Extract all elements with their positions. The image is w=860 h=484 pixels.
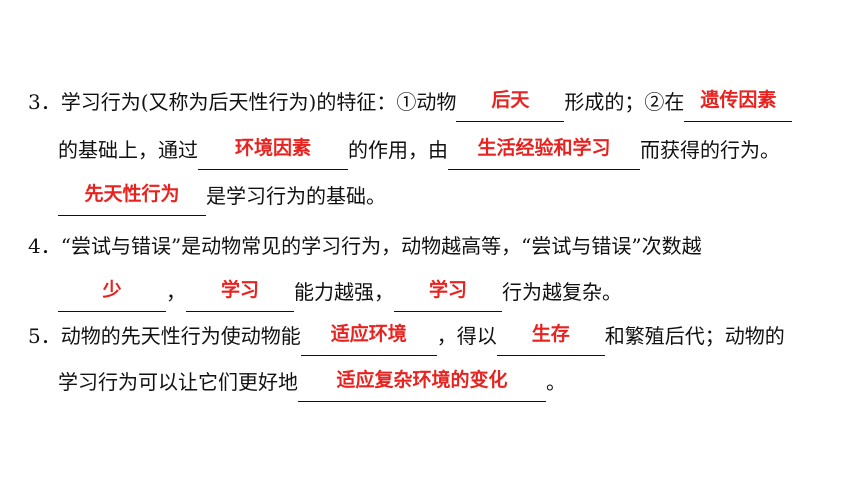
q3-answer-2: 遗传因素	[700, 89, 777, 111]
q3-blank-4[interactable]: 生活经验和学习	[448, 137, 640, 170]
q3-blank-2[interactable]: 遗传因素	[684, 89, 793, 122]
q3-answer-3: 环境因素	[234, 137, 311, 159]
q5-text-2a: 学习行为可以让它们更好地	[58, 370, 298, 394]
q4-answer-2: 学习	[220, 279, 259, 301]
q3-line-3: 先天性行为 是学习行为的基础。	[58, 176, 386, 216]
q5-text-1c: 和繁殖后代；动物的	[604, 324, 785, 348]
q5-blank-3[interactable]: 适应复杂环境的变化	[298, 369, 546, 402]
q5-text-2b: 。	[546, 370, 566, 394]
q3-answer-1: 后天	[491, 89, 530, 111]
q4-blank-2[interactable]: 学习	[186, 279, 294, 312]
q3-text-2b: 的作用，由	[348, 138, 448, 162]
q3-text-1a: 学习行为(又称为后天性行为)的特征：①动物	[60, 90, 457, 114]
q4-answer-1: 少	[102, 279, 122, 301]
q5-blank-2[interactable]: 生存	[496, 323, 605, 356]
q3-line-2: 的基础上，通过 环境因素 的作用，由 生活经验和学习 而获得的行为。	[58, 130, 780, 170]
q4-text-2a: 能力越强，	[294, 280, 394, 304]
q3-text-1b: 形成的；②在	[564, 90, 685, 114]
q5-text-1b: ，得以	[436, 324, 497, 348]
q3-text-2a: 的基础上，通过	[58, 138, 198, 162]
q3-blank-1[interactable]: 后天	[456, 89, 565, 122]
q5-line-1: 5．动物的先天性行为使动物能 适应环境 ，得以 生存 和繁殖后代；动物的	[28, 316, 785, 356]
q3-text-2c: 而获得的行为。	[640, 138, 780, 162]
q5-answer-1: 适应环境	[330, 323, 407, 345]
q4-sep-1: ，	[166, 280, 186, 304]
q3-number: 3．	[28, 90, 61, 114]
q5-number: 5．	[28, 324, 61, 348]
q3-answer-5: 先天性行为	[84, 183, 180, 205]
q3-text-3a: 是学习行为的基础。	[206, 184, 386, 208]
q4-number: 4．	[28, 234, 61, 258]
q5-blank-1[interactable]: 适应环境	[300, 323, 437, 356]
q3-blank-5[interactable]: 先天性行为	[58, 183, 206, 216]
q4-blank-1[interactable]: 少	[58, 279, 166, 312]
q4-text-2b: 行为越复杂。	[502, 280, 622, 304]
q3-answer-4: 生活经验和学习	[477, 137, 611, 159]
q5-answer-3: 适应复杂环境的变化	[336, 369, 508, 391]
q3-blank-3[interactable]: 环境因素	[198, 137, 348, 170]
q5-answer-2: 生存	[531, 323, 570, 345]
q4-line-1: 4．“尝试与错误”是动物常见的学习行为，动物越高等，“尝试与错误”次数越	[28, 226, 702, 266]
q4-answer-3: 学习	[428, 279, 467, 301]
q4-text-1: “尝试与错误”是动物常见的学习行为，动物越高等，“尝试与错误”次数越	[60, 234, 702, 258]
q3-line-1: 3．学习行为(又称为后天性行为)的特征：①动物 后天 形成的；②在遗传因素	[28, 82, 793, 122]
q5-text-1a: 动物的先天性行为使动物能	[60, 324, 301, 348]
q4-line-2: 少 ， 学习 能力越强， 学习 行为越复杂。	[58, 272, 622, 312]
q4-blank-3[interactable]: 学习	[394, 279, 502, 312]
q5-line-2: 学习行为可以让它们更好地 适应复杂环境的变化 。	[58, 362, 566, 402]
